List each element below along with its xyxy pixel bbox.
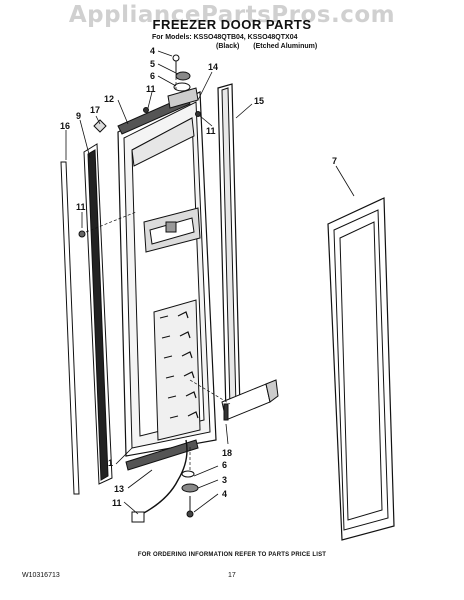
callout-11-d: 11 [112,498,122,508]
leader-lines [65,50,355,515]
callout-6-top: 6 [150,71,155,81]
callout-18: 18 [222,448,232,458]
callout-3: 3 [222,475,227,485]
door-bin [221,379,279,421]
models-line: For Models: KSSO48QTB04, KSSO48QTX04 [152,34,298,41]
variant-etched-aluminum: (Etched Aluminum) [253,43,318,50]
callout-14: 14 [208,62,218,72]
callout-9: 9 [76,111,81,121]
page-number: 17 [228,572,236,579]
door-liner [117,91,217,457]
callout-11-b: 11 [206,126,216,136]
door-gasket [83,143,113,485]
callout-11-a: 11 [146,84,156,94]
ordering-note: FOR ORDERING INFORMATION REFER TO PARTS … [137,552,327,558]
bottom-trim [125,439,199,471]
callout-1: 1 [108,458,113,468]
callout-12: 12 [104,94,114,104]
callout-13: 13 [114,484,124,494]
callout-5: 5 [150,59,155,69]
door-handle-trim [327,197,395,541]
callout-17: 17 [90,105,100,115]
outer-door-panel [217,83,241,415]
page-title: FREEZER DOOR PARTS [152,17,312,32]
trim-strip [60,161,80,495]
variant-labels: (Black) (Etched Aluminum) [216,43,329,50]
callout-11-c: 11 [76,202,86,212]
callout-4-bottom: 4 [222,489,227,499]
screw [78,230,86,238]
callout-labels: 4 5 6 11 12 14 17 9 16 11 15 11 7 18 1 6… [60,46,337,508]
callout-4-top: 4 [150,46,155,56]
callout-15: 15 [254,96,264,106]
callout-6-bottom: 6 [222,460,227,470]
guide-lines [85,62,231,470]
variant-black: (Black) [216,43,240,50]
top-hinge-assembly [143,54,201,117]
watermark: AppliancePartsPros.com [68,2,396,28]
callout-16: 16 [60,121,70,131]
clip [93,119,107,133]
document-number: W10316713 [22,572,60,579]
callout-7: 7 [332,156,337,166]
